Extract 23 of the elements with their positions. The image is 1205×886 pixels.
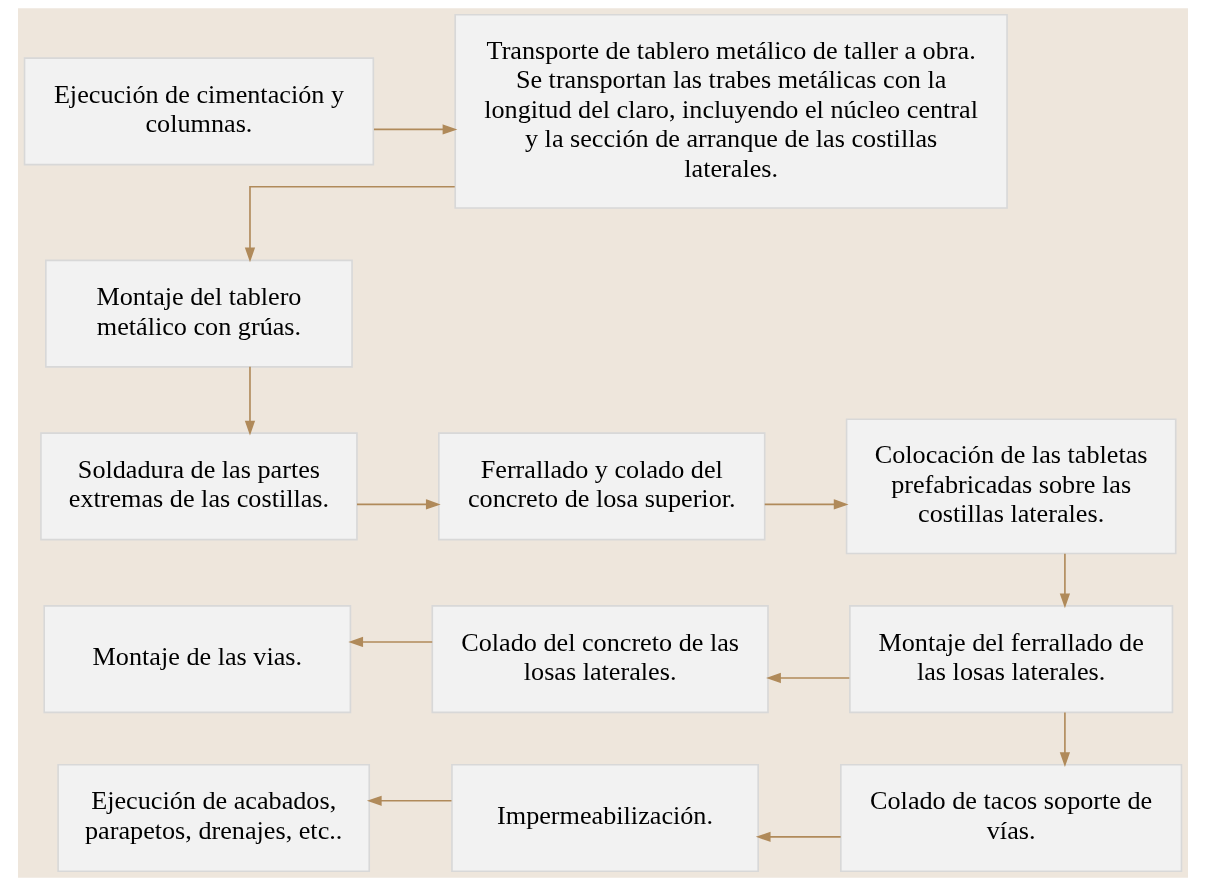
node-box: Ejecución de cimentación y columnas.	[23, 57, 374, 166]
arrow	[765, 672, 850, 684]
node-box: Montaje del tablero metálico con grúas.	[44, 259, 353, 368]
arrow	[366, 795, 452, 806]
arrow	[1059, 711, 1070, 767]
node-box: Ejecución de acabados, parapetos, drenajes, etc..	[56, 763, 370, 873]
arrow	[763, 499, 849, 510]
node-box: Montaje de las vias.	[42, 605, 351, 714]
node-box: Ferrallado y colado del concreto de losa superior.	[437, 432, 766, 541]
arrow	[355, 499, 441, 510]
node-box: Colado de tacos soporte de vías.	[839, 763, 1182, 873]
node-box: Soldadura de las partes extremas de las costillas.	[39, 432, 358, 541]
node-box: Transporte de tablero metálico de taller a obra. Se transportan las trabes metálicas con la longitud del claro, incluyendo el núcleo central y la sección de arranque de las costillas laterales.	[453, 13, 1008, 209]
arrow	[1059, 552, 1070, 609]
arrow	[755, 831, 841, 842]
node-box: Impermeabilización.	[450, 763, 759, 873]
arrow	[347, 636, 433, 648]
node-box: Colado del concreto de las losas laterales.	[430, 605, 769, 714]
arrow	[244, 366, 255, 436]
arrow	[372, 124, 457, 135]
arrow	[244, 185, 456, 263]
node-box: Montaje del ferrallado de las losas laterales.	[848, 605, 1173, 714]
node-box: Colocación de las tabletas prefabricadas sobre las costillas laterales.	[845, 418, 1177, 555]
